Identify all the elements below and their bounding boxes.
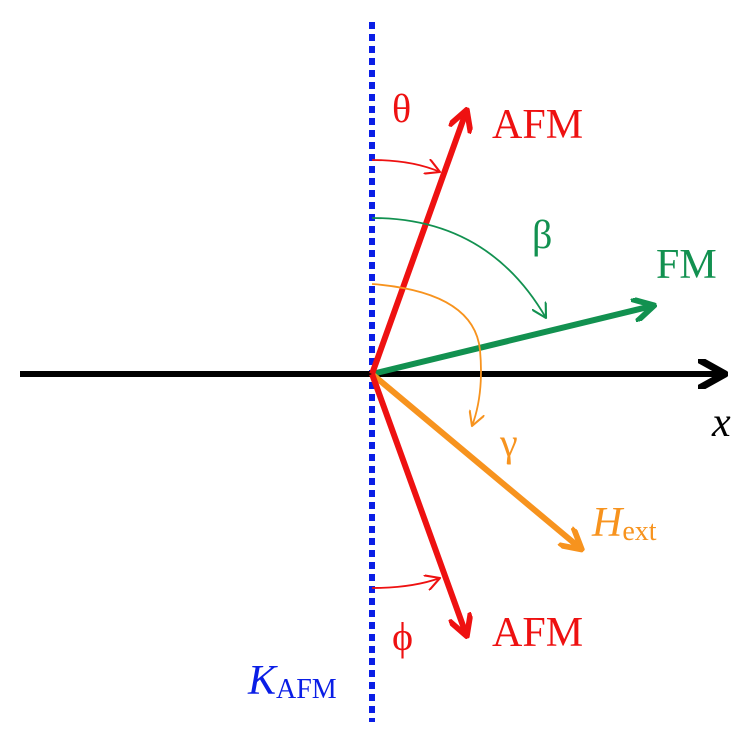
afm-top-vector-arrow	[369, 112, 466, 376]
theta-angle-arc	[371, 160, 440, 172]
beta-label: β	[532, 212, 552, 257]
fm-vector-arrow	[371, 306, 652, 377]
k-afm-label-sub: AFM	[276, 674, 337, 705]
phi-label: ϕ	[392, 614, 413, 659]
phi-angle-arc	[371, 578, 440, 588]
h-ext-label-main: H	[591, 500, 625, 546]
gamma-angle-arc	[371, 283, 481, 426]
afm-top-label: AFM	[492, 102, 583, 148]
h-ext-label-sub: ext	[622, 516, 656, 547]
x-axis-label: x	[711, 400, 731, 446]
k-afm-label-main: K	[247, 658, 278, 704]
k-afm-label: KAFM	[247, 658, 337, 705]
theta-label: θ	[392, 86, 411, 131]
beta-angle-arc	[371, 217, 546, 318]
h-ext-label: Hext	[591, 500, 657, 547]
afm-bottom-label: AFM	[492, 610, 583, 656]
gamma-label: γ	[499, 420, 518, 465]
afm-bottom-vector-arrow	[369, 372, 466, 634]
fm-label: FM	[656, 242, 717, 288]
h-ext-vector-arrow	[370, 371, 580, 548]
